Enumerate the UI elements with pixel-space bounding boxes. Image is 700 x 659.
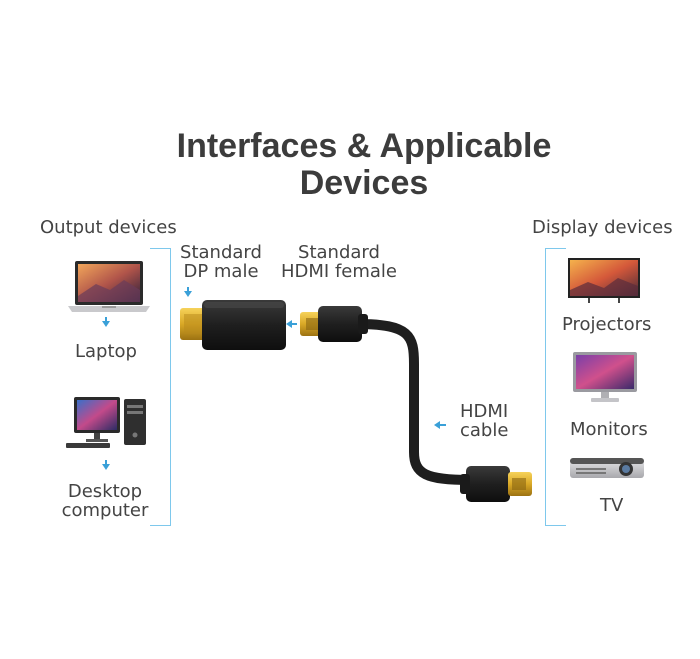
hdmi-female-arrow-icon — [286, 320, 292, 328]
desktop-computer-icon — [66, 397, 146, 448]
laptop-arrow-icon — [102, 321, 110, 327]
laptop-icon — [68, 261, 150, 312]
dp-label-line2: DP male — [183, 261, 259, 282]
projectors-label: Projectors — [562, 314, 652, 335]
hdmi-cable-arrow-icon — [434, 421, 440, 429]
hdmi-cable-label-line1: HDMI — [460, 401, 509, 422]
hdmi-cable-label-line2: cable — [460, 420, 509, 441]
desktop-label-line1: Desktop — [67, 481, 143, 502]
display-bracket — [545, 248, 566, 526]
desktop-arrow-stem — [105, 460, 107, 464]
output-devices-heading: Output devices — [40, 217, 177, 238]
hdmi-cable-arrow-stem — [440, 424, 446, 426]
output-bracket — [150, 248, 171, 526]
projector-icon — [570, 458, 644, 478]
hdmi-female-arrow-stem — [292, 323, 297, 325]
tv-icon — [568, 258, 640, 303]
hdmi-female-label-line2: HDMI female — [280, 261, 397, 282]
monitors-label: Monitors — [570, 419, 648, 440]
desktop-arrow-icon — [102, 464, 110, 470]
monitor-icon — [573, 352, 637, 402]
hdmi-female-label-line1: Standard — [298, 242, 380, 263]
dp-label-line1: Standard — [180, 242, 262, 263]
dp-to-hdmi-adapter-illustration — [180, 300, 532, 502]
display-devices-heading: Display devices — [532, 217, 673, 238]
dp-arrow-stem — [187, 287, 189, 291]
laptop-label: Laptop — [75, 341, 137, 362]
desktop-label-line2: computer — [61, 500, 149, 521]
diagram-title-line1: Interfaces & Applicable — [176, 127, 552, 165]
diagram-title-line2: Devices — [299, 164, 429, 202]
dp-arrow-icon — [184, 291, 192, 297]
tv-label: TV — [600, 495, 624, 516]
laptop-arrow-stem — [105, 317, 107, 321]
